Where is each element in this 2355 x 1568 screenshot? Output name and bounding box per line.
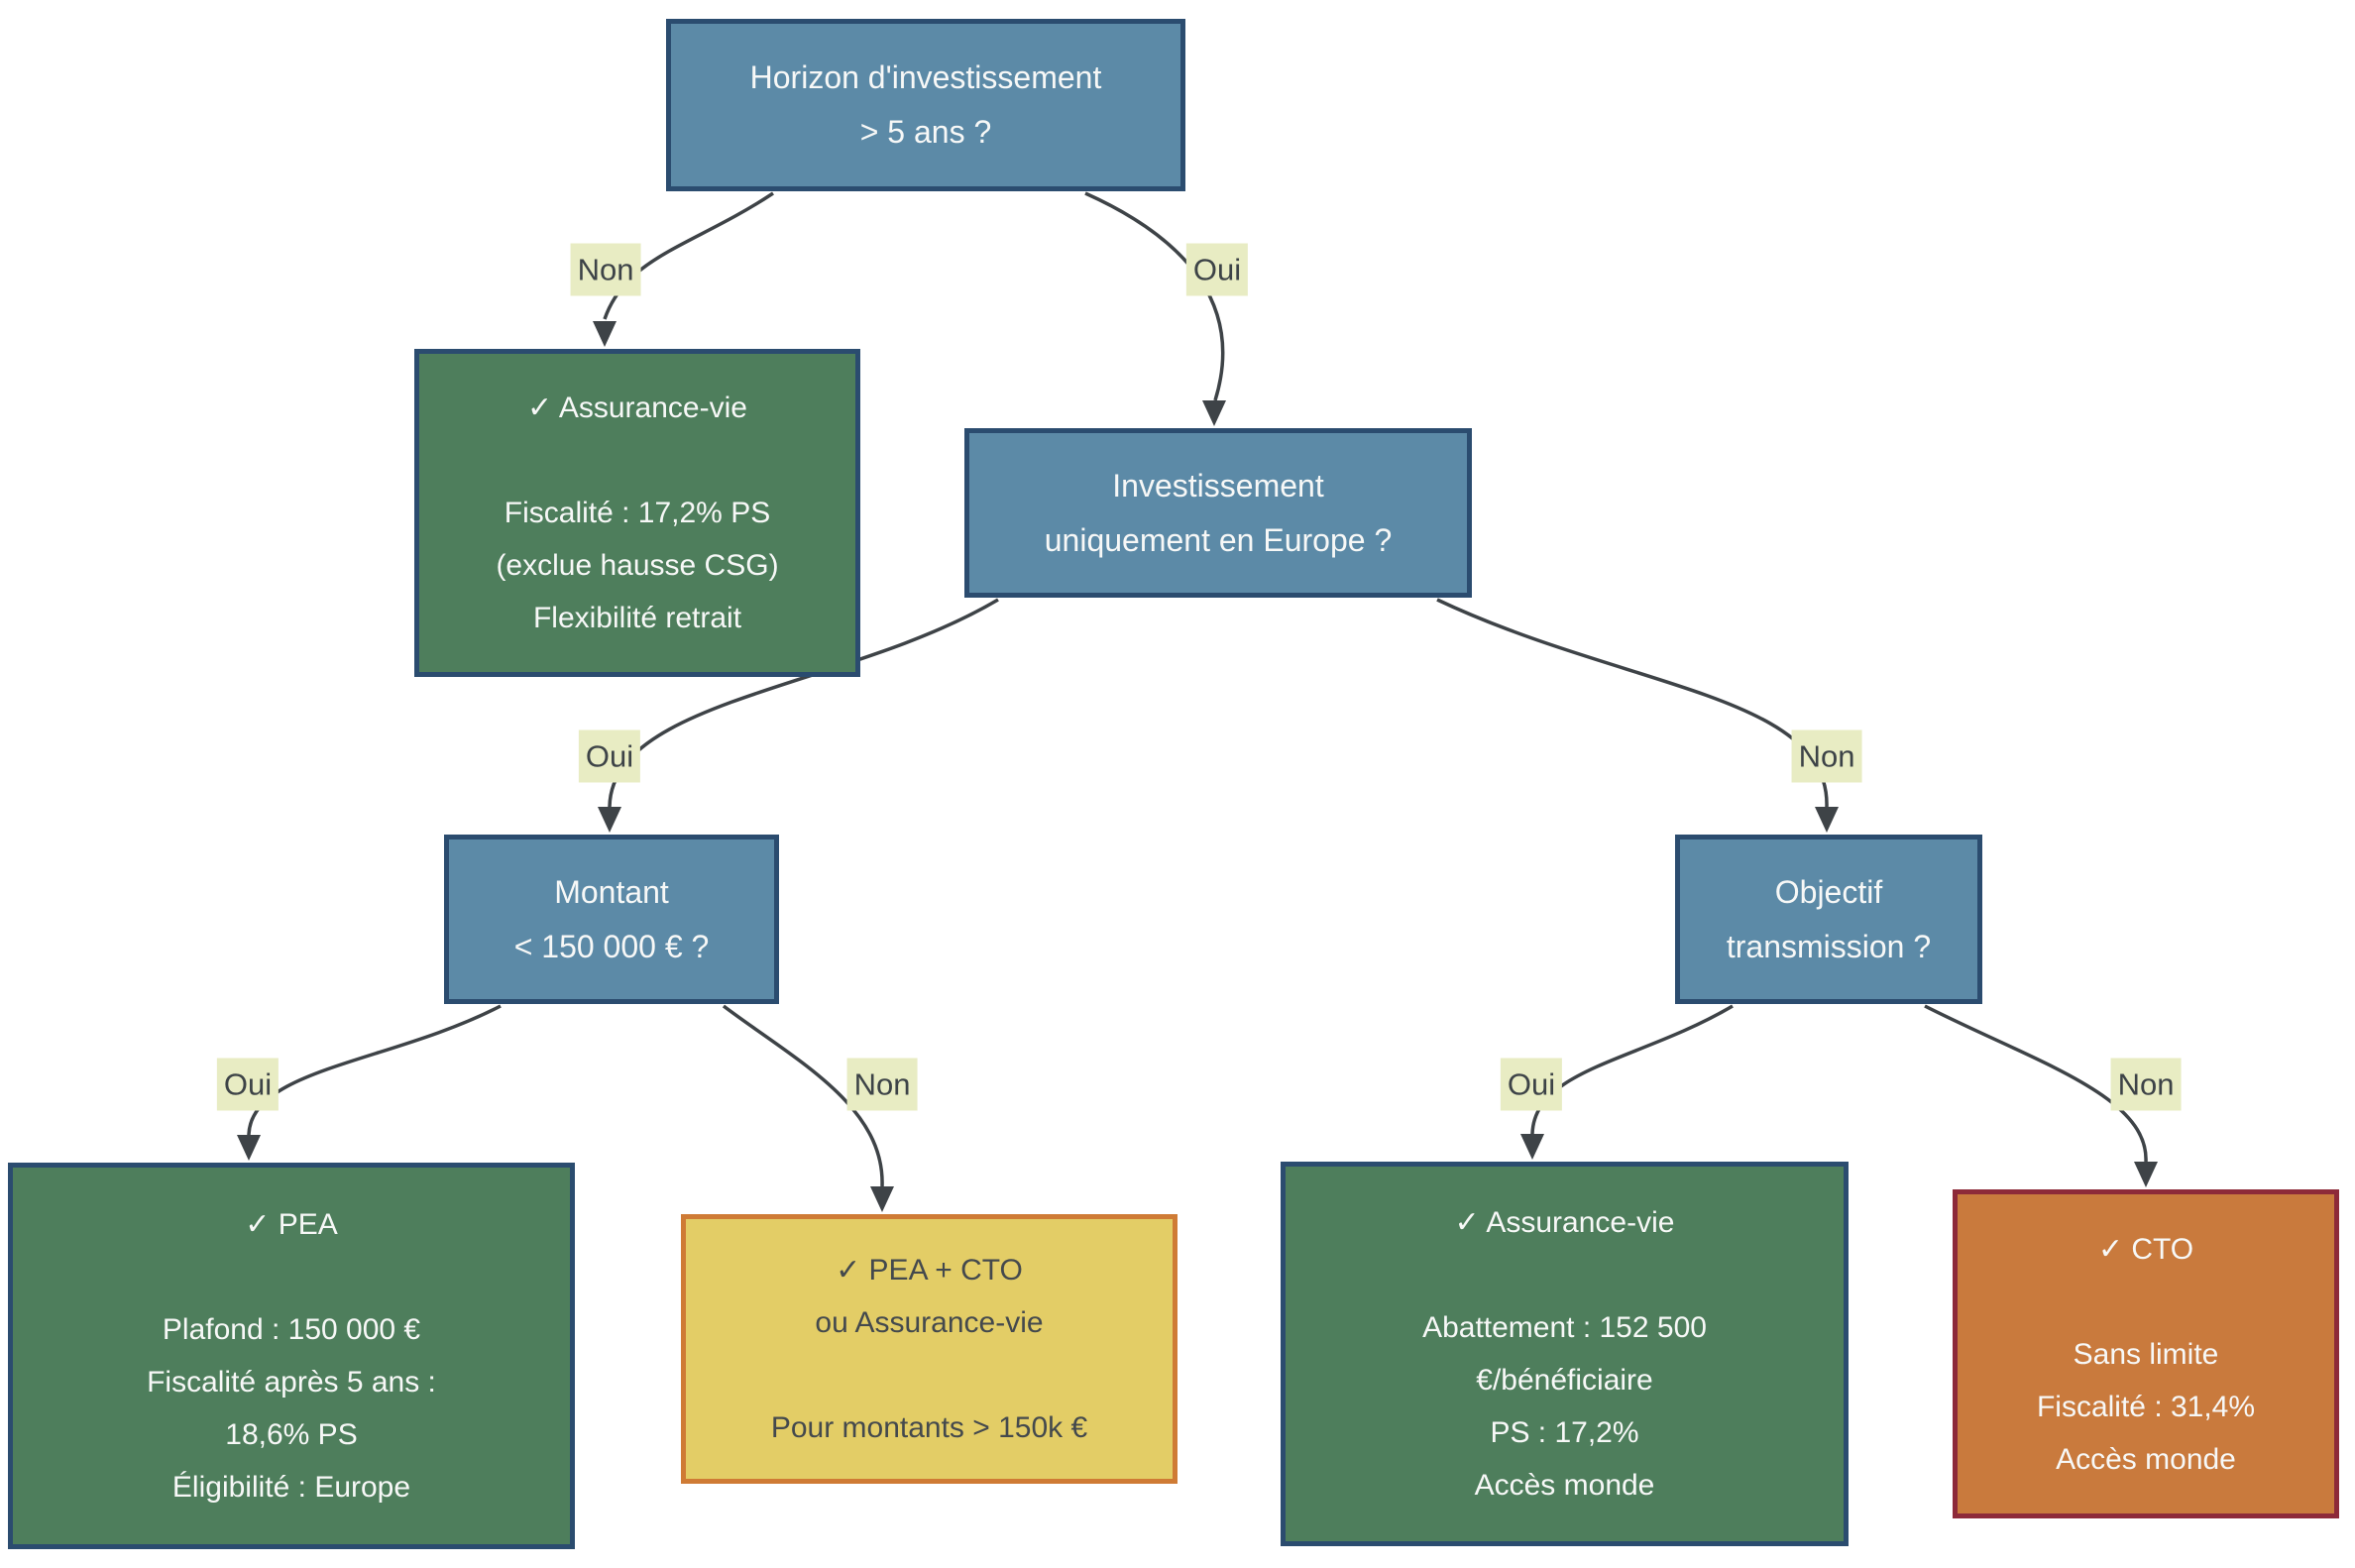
edge-europe-non-arrowhead-icon (1815, 807, 1839, 833)
node-montant: Montant < 150 000 € ? (444, 835, 779, 1004)
edge-objectif-non-line (1924, 1004, 2148, 1163)
node-horizon-investissement: Horizon d'investissement > 5 ans ? (666, 19, 1185, 191)
edge-label-horizon-non: Non (570, 243, 641, 296)
node-assurance-vie-title: ✓ Assurance-vie (527, 392, 747, 424)
node-mixte-title: ✓ PEA + CTO (836, 1254, 1023, 1287)
edge-label-objectif-non: Non (2110, 1058, 2182, 1111)
node-assurance-vie-transmission: ✓ Assurance-vie Abattement : 152 500 €/b… (1281, 1162, 1849, 1546)
node-montant-line-2: < 150 000 € ? (513, 928, 710, 964)
node-av-trans-line-3: Abattement : 152 500 (1422, 1311, 1707, 1344)
node-pea-line-6: Éligibilité : Europe (171, 1471, 411, 1504)
node-montant-line-1: Montant (554, 873, 669, 910)
node-objectif-transmission: Objectif transmission ? (1675, 835, 1982, 1004)
node-cto-line-4: Fiscalité : 31,4% (2036, 1390, 2256, 1423)
node-av-trans-title: ✓ Assurance-vie (1454, 1206, 1675, 1239)
edge-montant-non-arrowhead-icon (870, 1186, 894, 1212)
node-av-trans-line-5: PS : 17,2% (1490, 1416, 1639, 1449)
edge-label-europe-oui: Oui (578, 729, 641, 783)
node-cto-title: ✓ CTO (2097, 1232, 2194, 1266)
edge-horizon-non-arrowhead-icon (593, 321, 617, 347)
edge-label-europe-non: Non (1791, 729, 1862, 783)
node-europe-line-1: Investissement (1112, 467, 1324, 504)
node-cto-line-3: Sans limite (2073, 1337, 2219, 1371)
node-av-trans-line-6: Accès monde (1474, 1469, 1655, 1502)
node-cto-line-5: Accès monde (2056, 1442, 2236, 1476)
edge-montant-oui-arrowhead-icon (237, 1135, 261, 1161)
edge-montant-non-line (722, 1004, 884, 1187)
node-horizon-line-1: Horizon d'investissement (749, 59, 1102, 95)
edge-label-montant-oui: Oui (216, 1058, 280, 1111)
edge-europe-oui-arrowhead-icon (598, 807, 621, 833)
node-mixte-line-2: ou Assurance-vie (815, 1306, 1044, 1339)
node-assurance-vie-line-5: Flexibilité retrait (532, 602, 742, 634)
edge-objectif-non-arrowhead-icon (2134, 1162, 2158, 1187)
node-europe-line-2: uniquement en Europe ? (1044, 521, 1393, 558)
node-av-trans-line-4: €/bénéficiaire (1476, 1364, 1653, 1397)
node-investissement-europe: Investissement uniquement en Europe ? (964, 428, 1472, 598)
edge-montant-oui-line (247, 1004, 502, 1136)
node-pea-line-4: Fiscalité après 5 ans : (147, 1366, 436, 1399)
node-pea: ✓ PEA Plafond : 150 000 € Fiscalité aprè… (8, 1163, 575, 1549)
edge-horizon-oui-arrowhead-icon (1202, 400, 1226, 426)
edge-label-horizon-oui: Oui (1185, 243, 1249, 296)
edge-label-objectif-oui: Oui (1500, 1058, 1563, 1111)
node-objectif-line-2: transmission ? (1726, 928, 1932, 964)
edge-label-montant-non: Non (846, 1058, 918, 1111)
edge-horizon-oui-line (1084, 191, 1225, 401)
node-objectif-line-1: Objectif (1774, 873, 1883, 910)
edge-europe-non-line (1436, 598, 1829, 808)
node-mixte-line-4: Pour montants > 150k € (770, 1411, 1088, 1444)
node-pea-line-3: Plafond : 150 000 € (162, 1313, 421, 1346)
node-pea-cto-ou-assurance-vie: ✓ PEA + CTO ou Assurance-vie Pour montan… (681, 1214, 1178, 1484)
edge-objectif-oui-arrowhead-icon (1520, 1134, 1544, 1160)
node-assurance-vie: ✓ Assurance-vie Fiscalité : 17,2% PS (ex… (414, 349, 860, 677)
edge-objectif-oui-line (1530, 1004, 1734, 1135)
node-horizon-line-2: > 5 ans ? (859, 114, 992, 150)
node-assurance-vie-line-4: (exclue hausse CSG) (496, 549, 779, 582)
node-pea-line-5: 18,6% PS (225, 1418, 358, 1451)
node-pea-title: ✓ PEA (245, 1208, 338, 1241)
node-cto: ✓ CTO Sans limite Fiscalité : 31,4% Accè… (1953, 1189, 2339, 1518)
node-assurance-vie-line-3: Fiscalité : 17,2% PS (504, 497, 771, 529)
edge-horizon-non-line (603, 191, 774, 320)
